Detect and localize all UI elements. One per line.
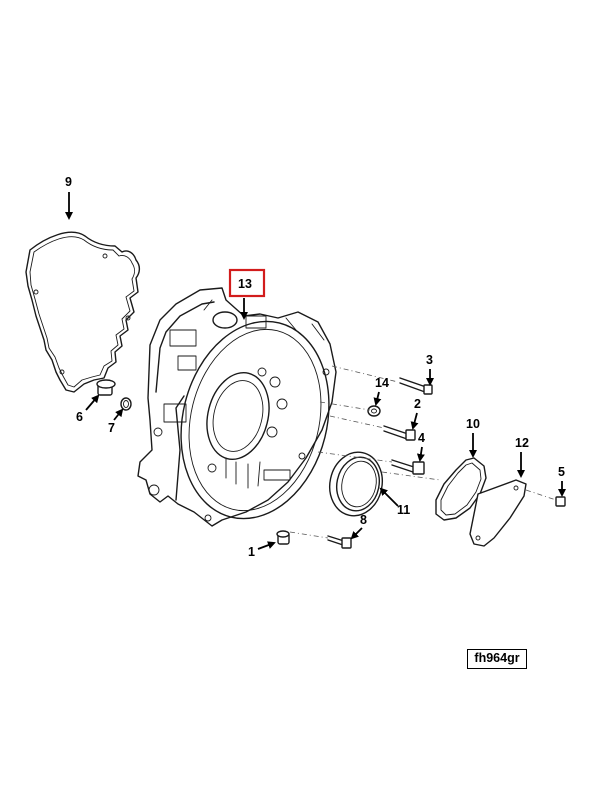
part-13-flywheel-housing <box>137 287 337 527</box>
svg-text:6: 6 <box>76 410 83 424</box>
callout-11: 11 <box>379 487 410 517</box>
svg-text:7: 7 <box>108 421 115 435</box>
svg-text:4: 4 <box>418 431 425 445</box>
svg-text:3: 3 <box>426 353 433 367</box>
svg-text:1: 1 <box>248 545 255 559</box>
part-14-washer <box>367 405 381 417</box>
part-7-o-ring <box>120 397 132 411</box>
callout-13-highlighted: 13 <box>228 268 266 320</box>
svg-text:13: 13 <box>238 277 252 291</box>
svg-text:10: 10 <box>466 417 480 431</box>
part-9-gasket <box>25 231 141 393</box>
part-4-bolt <box>391 459 425 475</box>
callout-9: 9 <box>65 175 73 220</box>
callout-4: 4 <box>416 431 425 462</box>
callout-10: 10 <box>466 417 480 458</box>
callout-7: 7 <box>108 408 124 435</box>
part-1-plug <box>276 530 290 545</box>
svg-text:11: 11 <box>397 503 410 517</box>
callout-2: 2 <box>410 397 421 430</box>
callout-14: 14 <box>373 376 389 406</box>
part-6-plug <box>96 379 116 396</box>
callout-3: 3 <box>426 353 434 386</box>
callout-12: 12 <box>515 436 529 478</box>
callout-5: 5 <box>558 465 566 497</box>
part-5-bolt <box>555 496 566 507</box>
svg-text:2: 2 <box>414 397 421 411</box>
part-8-bolt <box>327 535 352 549</box>
callout-8: 8 <box>350 513 367 540</box>
svg-text:8: 8 <box>360 513 367 527</box>
part-3-bolt <box>399 377 433 395</box>
callout-13-highlight-box <box>228 268 266 298</box>
part-2-bolt <box>383 425 416 441</box>
callout-6: 6 <box>76 394 100 424</box>
part-12-cover-plate <box>469 479 527 547</box>
svg-text:5: 5 <box>558 465 565 479</box>
svg-text:12: 12 <box>515 436 529 450</box>
svg-text:14: 14 <box>375 376 389 390</box>
svg-text:9: 9 <box>65 175 72 189</box>
part-10-gasket <box>435 457 487 521</box>
figure-code-label: fh964gr <box>467 649 527 669</box>
part-11-seal <box>329 451 383 517</box>
assembly-centerlines <box>289 365 557 539</box>
callout-1: 1 <box>248 541 276 559</box>
